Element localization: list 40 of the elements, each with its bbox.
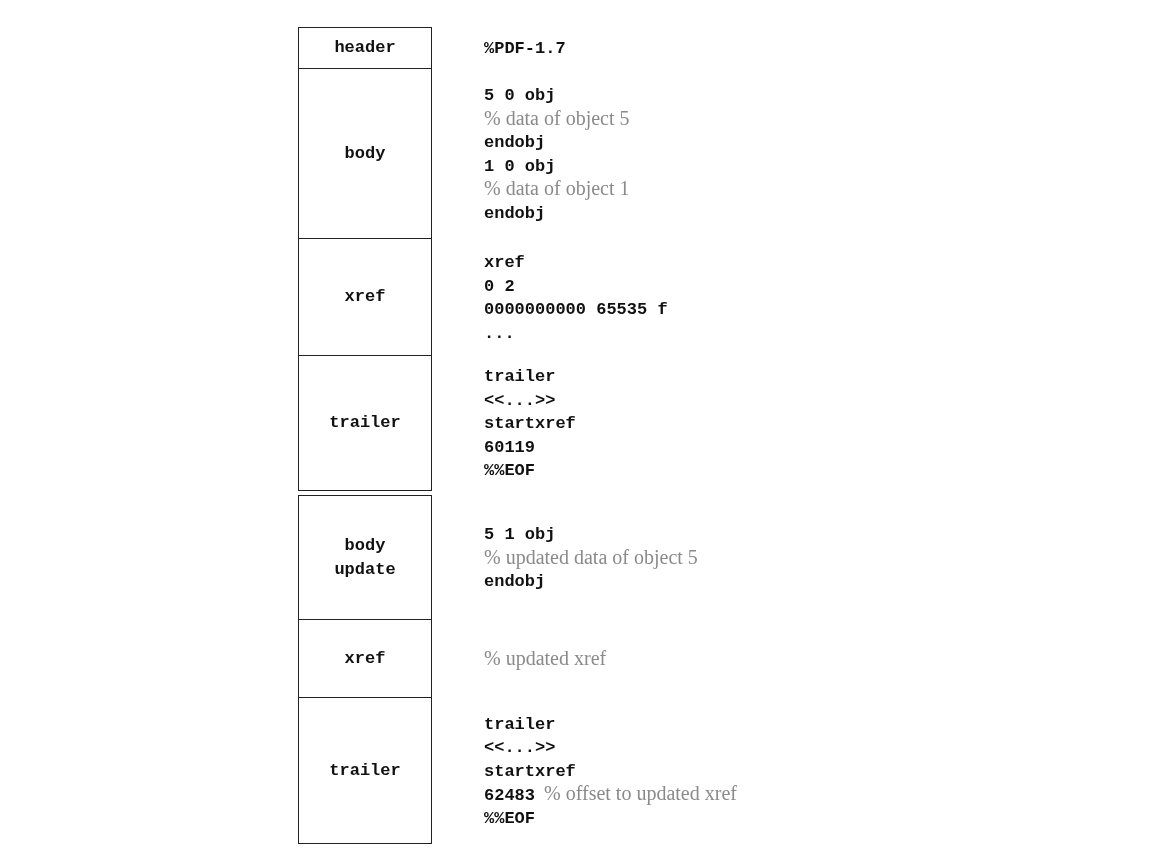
code-text: 1 0 obj (484, 156, 556, 176)
code-text: <<...>> (484, 390, 556, 410)
code-text: trailer (484, 367, 556, 387)
code-text: ... (484, 323, 515, 343)
comment-text: % updated xref (484, 646, 607, 669)
comment-text: % offset to updated xref (544, 782, 737, 805)
code-text: %%EOF (484, 461, 535, 481)
comment-text: % data of object 5 (484, 106, 630, 129)
code-text: 5 0 obj (484, 86, 556, 105)
code-text: 0 2 (484, 276, 515, 296)
code-text: endobj (484, 572, 546, 592)
code-text: startxref (484, 414, 576, 434)
section-label: body (343, 142, 387, 165)
code-text: 5 1 obj (484, 525, 556, 545)
section-box (298, 697, 432, 844)
section-label: header (333, 37, 397, 59)
code-text: %PDF-1.7 (484, 39, 566, 59)
section-label: xref (343, 647, 387, 670)
code-text: 60119 (484, 437, 535, 457)
code-text: <<...>> (484, 738, 556, 758)
code-text: 62483 (484, 786, 535, 806)
comment-text: % updated data of object 5 (484, 545, 698, 568)
code-text: endobj (484, 203, 546, 223)
code-text: %%EOF (484, 808, 535, 828)
code-text: 0000000000 65535 f (484, 300, 668, 319)
code-text: xref (484, 253, 525, 272)
section-label: trailer (328, 412, 402, 434)
section-box (298, 27, 432, 69)
code-text: trailer (484, 714, 556, 734)
section-label: body update (333, 534, 397, 581)
code-text: endobj (484, 133, 546, 152)
section-label: trailer (328, 759, 402, 782)
code-text: startxref (484, 761, 576, 781)
section-box (298, 619, 432, 698)
section-label: xref (343, 286, 387, 308)
section-box (298, 68, 432, 239)
section-box (298, 355, 432, 491)
comment-text: % data of object 1 (484, 177, 630, 199)
section-box (298, 495, 432, 620)
section-box (298, 238, 432, 356)
